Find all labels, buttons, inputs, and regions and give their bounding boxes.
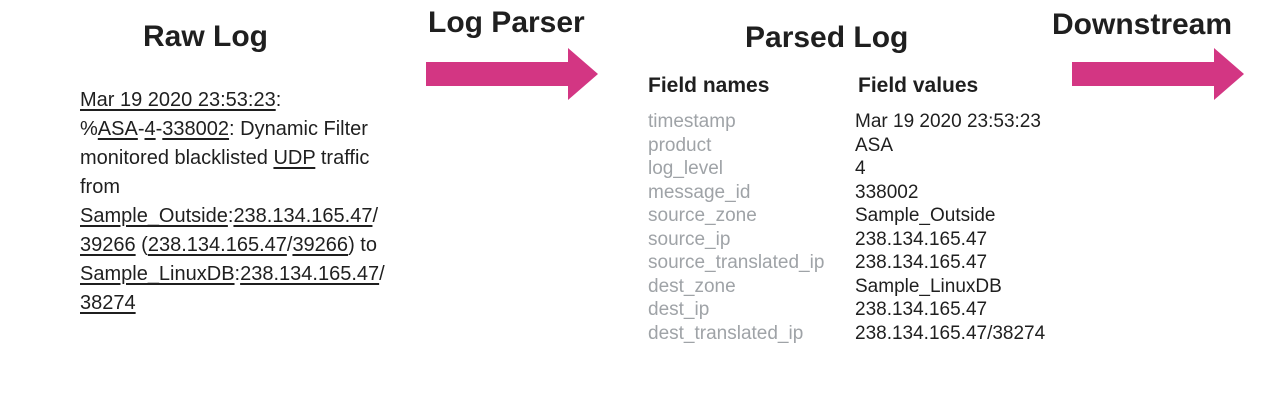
- raw-log-text: Mar 19 2020 23:53:23:%ASA-4-338002: Dyna…: [80, 86, 385, 318]
- raw-log-token: ) to: [348, 234, 377, 256]
- raw-log-token-underlined: 39266: [80, 234, 136, 256]
- raw-log-line: %ASA-4-338002: Dynamic Filter: [80, 115, 385, 144]
- arrow-right-icon: [1072, 48, 1244, 100]
- raw-log-token-underlined: Sample_Outside: [80, 205, 228, 227]
- field-values-header: Field values: [858, 74, 979, 97]
- log-parser-label: Log Parser: [428, 6, 585, 39]
- field-value: ASA: [855, 134, 894, 156]
- raw-log-token-underlined: 238.134.165.47: [147, 234, 287, 256]
- raw-log-token: /: [372, 205, 379, 227]
- arrow-right-icon: [426, 48, 598, 100]
- field-value: 238.134.165.47: [855, 228, 988, 250]
- raw-log-line: Mar 19 2020 23:53:23:: [80, 86, 385, 115]
- field-name: timestamp: [648, 111, 736, 132]
- field-value: Sample_LinuxDB: [855, 275, 1002, 297]
- field-value: 238.134.165.47: [855, 252, 988, 273]
- raw-log-token-underlined: Mar 19 2020 23:53:23: [80, 89, 276, 111]
- raw-log-token: :: [234, 263, 241, 285]
- field-row: dest_translated_ip 238.134.165.47/38274: [648, 322, 1045, 346]
- field-value: 238.134.165.47: [855, 299, 988, 320]
- parsed-log-title: Parsed Log: [745, 21, 909, 54]
- raw-log-line: from: [80, 173, 385, 202]
- field-row: log_level 4: [648, 157, 1045, 181]
- raw-log-line: monitored blacklisted UDP traffic: [80, 144, 385, 173]
- raw-log-token: :: [275, 89, 282, 111]
- field-row: dest_ip 238.134.165.47: [648, 298, 1045, 322]
- raw-log-token-underlined: 338002: [162, 118, 230, 140]
- field-row: message_id 338002: [648, 181, 1045, 205]
- raw-log-token: traffic: [315, 147, 370, 169]
- raw-log-token: -: [137, 118, 145, 140]
- raw-log-token-underlined: 38274: [80, 292, 136, 314]
- field-name: source_translated_ip: [648, 252, 825, 273]
- field-row: source_translated_ip 238.134.165.47: [648, 251, 1045, 275]
- field-names-header: Field names: [648, 74, 770, 97]
- field-row: source_ip 238.134.165.47: [648, 228, 1045, 252]
- raw-log-token-underlined: Sample_LinuxDB: [80, 263, 235, 285]
- field-name: source_zone: [648, 205, 757, 226]
- raw-log-line: Sample_Outside:238.134.165.47/: [80, 202, 385, 231]
- field-name: dest_translated_ip: [648, 322, 804, 344]
- raw-log-token-underlined: 238.134.165.47: [233, 205, 373, 227]
- raw-log-token: -: [155, 118, 163, 140]
- raw-log-token-underlined: ASA: [97, 118, 138, 140]
- field-row: dest_zone Sample_LinuxDB: [648, 275, 1045, 299]
- raw-log-line: 38274: [80, 289, 385, 318]
- field-value: 4: [855, 158, 866, 179]
- field-name: dest_zone: [648, 275, 736, 297]
- field-name: dest_ip: [648, 299, 710, 320]
- downstream-label: Downstream: [1052, 8, 1233, 41]
- field-value: 338002: [855, 181, 919, 203]
- raw-log-title: Raw Log: [143, 20, 268, 53]
- raw-log-token-underlined: 238.134.165.47: [240, 263, 380, 285]
- raw-log-token: /: [379, 263, 385, 285]
- field-row: timestamp Mar 19 2020 23:53:23: [648, 110, 1045, 134]
- field-name: source_ip: [648, 228, 731, 250]
- raw-log-token: %: [80, 118, 98, 140]
- field-name: product: [648, 134, 712, 156]
- field-row: product ASA: [648, 134, 1045, 158]
- field-value: 238.134.165.47/38274: [855, 322, 1046, 344]
- raw-log-token: (: [135, 234, 148, 256]
- field-value: Mar 19 2020 23:53:23: [855, 111, 1041, 132]
- field-row: source_zone Sample_Outside: [648, 204, 1045, 228]
- raw-log-line: Sample_LinuxDB:238.134.165.47/: [80, 260, 385, 289]
- raw-log-token: monitored blacklisted: [80, 147, 274, 169]
- field-value: Sample_Outside: [855, 205, 996, 226]
- raw-log-token-underlined: 4: [144, 118, 156, 140]
- raw-log-token-underlined: 39266: [292, 234, 349, 256]
- raw-log-token: from: [80, 176, 120, 198]
- field-name: message_id: [648, 181, 751, 203]
- raw-log-line: 39266 (238.134.165.47/39266) to: [80, 231, 385, 260]
- raw-log-token-underlined: UDP: [273, 147, 316, 169]
- raw-log-token: /: [286, 234, 293, 256]
- raw-log-token: :: [227, 205, 234, 227]
- raw-log-token: : Dynamic Filter: [229, 118, 368, 140]
- field-name: log_level: [648, 158, 723, 179]
